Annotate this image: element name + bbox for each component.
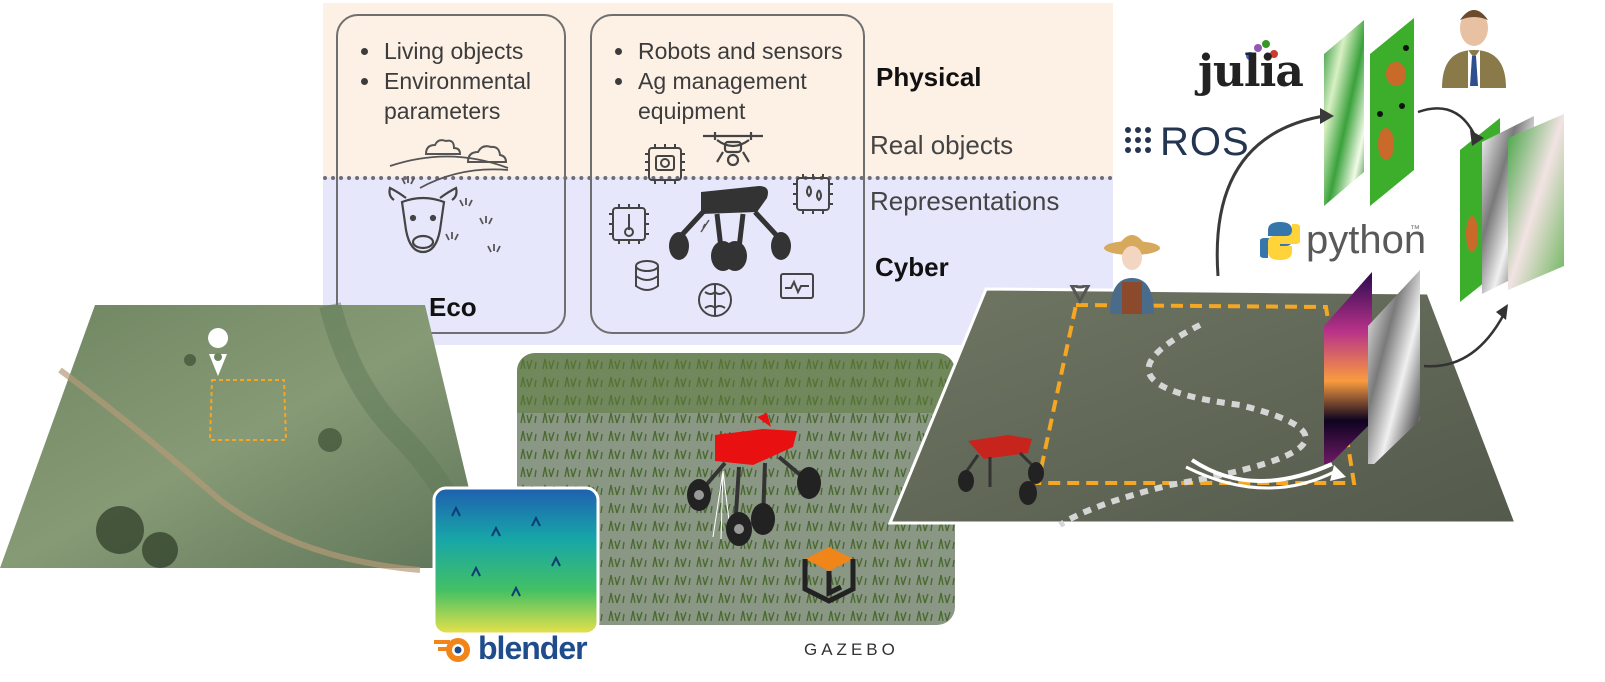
drone-icon	[703, 132, 763, 167]
julia-logo-text: julia	[1198, 46, 1304, 97]
real-objects-label: Real objects	[870, 130, 1014, 160]
location-pin-icon	[208, 328, 229, 376]
thermometer-chip-icon	[609, 204, 649, 244]
ag-illustration	[609, 132, 833, 317]
eco-item: Living objects	[382, 36, 564, 66]
cloud-icon	[424, 139, 508, 163]
droplet-chip-icon	[793, 174, 833, 214]
layer-divider	[323, 176, 1113, 180]
farmer-icon	[1104, 235, 1160, 314]
physical-label: Physical	[876, 62, 982, 92]
ag-list: Robots and sensors Ag management equipme…	[592, 36, 863, 126]
eco-illustration	[388, 139, 509, 254]
ag-item: Ag management equipment	[636, 66, 863, 126]
robot-path	[1058, 322, 1309, 528]
gazebo-logo-icon	[802, 547, 856, 604]
raster-layer-stack	[1324, 18, 1564, 464]
manager-icon	[1442, 10, 1506, 88]
blender-logo-icon	[434, 638, 470, 662]
brain-chip-icon	[698, 283, 732, 317]
ros-logo-text: ROS	[1160, 120, 1250, 164]
robot-icon	[669, 186, 791, 271]
ag-equipment-box: Robots and sensors Ag management equipme…	[590, 14, 865, 334]
blender-terrain-inset	[432, 486, 600, 636]
eco-box: Living objects Environmental parameters	[336, 14, 566, 334]
eco-list: Living objects Environmental parameters	[338, 36, 564, 126]
python-trademark: ™	[1410, 224, 1420, 235]
camera-chip-icon	[645, 144, 685, 184]
robot-model	[687, 413, 821, 546]
blender-logo-text: blender	[478, 630, 588, 666]
grass-icon	[389, 155, 509, 253]
cow-icon	[388, 186, 458, 254]
python-logo-text: python	[1306, 218, 1427, 262]
location-pin-icon	[1069, 285, 1091, 305]
eco-title: Eco	[429, 292, 477, 322]
representations-label: Representations	[870, 186, 1060, 216]
eco-item: Environmental parameters	[382, 66, 564, 126]
ag-item: Robots and sensors	[636, 36, 863, 66]
cyber-label: Cyber	[875, 252, 949, 282]
julia-logo-icon	[1246, 40, 1278, 60]
python-logo-icon	[1260, 222, 1300, 260]
ros-logo-icon	[1125, 127, 1151, 153]
field-robot-model	[958, 435, 1044, 505]
satellite-terrain-map	[0, 302, 490, 573]
monitor-chart-icon	[780, 273, 814, 299]
database-icon	[635, 260, 659, 291]
field-outline	[1035, 302, 1357, 485]
gazebo-logo-text: GAZEBO	[804, 640, 899, 659]
data-flow-arrows	[1190, 108, 1334, 484]
